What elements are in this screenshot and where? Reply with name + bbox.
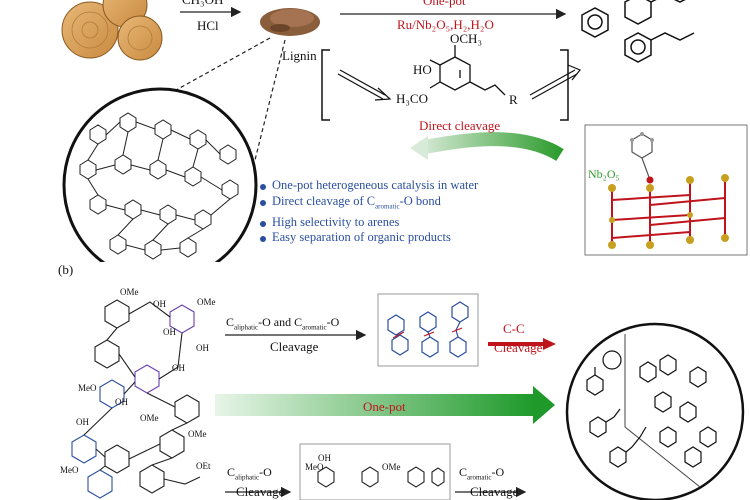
panel-b-graphics <box>71 293 745 500</box>
atom-label: OH <box>76 417 89 427</box>
intermediates-box <box>377 293 479 367</box>
lignin-label: Lignin <box>282 48 317 63</box>
cc-arrow-shaft <box>488 342 543 346</box>
catalyst-label: Ru/Nb₂O₅,H₂,H₂O <box>397 17 494 32</box>
products-divider-2 <box>624 426 701 488</box>
atom-label: OMe <box>188 429 207 439</box>
phenolics-box <box>299 443 451 500</box>
bullet-item: One-pot heterogeneous catalysis in water <box>258 178 478 194</box>
double-arrow-out <box>529 64 581 100</box>
nb2o5-label: Nb₂O₅ <box>588 167 620 181</box>
zoom-line-right <box>254 39 286 161</box>
atom-label: OH <box>318 453 331 463</box>
phenolic-molecules-drawing <box>317 466 445 488</box>
reagent-methanol: CH₃OH <box>182 0 223 8</box>
atom-label: MeO <box>305 462 324 472</box>
panel-b-label: (b) <box>58 262 74 277</box>
atom-label: OMe <box>140 413 159 423</box>
products-circle <box>565 322 745 500</box>
lignin-polymer-drawing <box>79 112 239 260</box>
atom-label: OH <box>153 299 166 309</box>
bottom-cleavage-condition-2: Caromatic-O <box>459 465 505 482</box>
wood-logs-image <box>61 0 163 61</box>
lignin-powder-image <box>260 8 320 36</box>
nb2o5-crystal-drawing <box>608 132 729 249</box>
molecule-och3-label: OCH₃ <box>450 31 482 46</box>
lignin-model-structure <box>71 299 201 499</box>
atom-label: MeO <box>78 383 97 393</box>
atom-label: OMe <box>382 462 401 472</box>
cc-label: C-C <box>503 321 525 336</box>
direct-cleavage-label: Direct cleavage <box>419 118 501 133</box>
cc-bond-marks <box>392 327 463 339</box>
atom-label: OMe <box>120 287 139 297</box>
top-cleavage-label: Cleavage <box>270 339 319 354</box>
bullet-item: Direct cleavage of Caromatic-O bond <box>258 194 478 215</box>
one-pot-label-a: One-pot <box>423 0 466 8</box>
top-cleavage-condition: Caliphatic-O and Caromatic-O <box>226 315 340 332</box>
cc-cleavage-label: Cleavage <box>494 340 543 355</box>
one-pot-big-arrow-shaft <box>215 394 533 416</box>
curved-arrow-head <box>410 136 428 160</box>
atom-label: OH <box>196 343 209 353</box>
zoom-line-left <box>139 37 271 111</box>
one-pot-label-b: One-pot <box>363 399 406 414</box>
double-arrow-in <box>337 69 392 101</box>
atom-label: OMe <box>197 297 216 307</box>
molecule-ho-label: HO <box>413 62 432 77</box>
guaiacyl-molecule-drawing <box>429 45 506 96</box>
bottom-cleavage-label-2: Cleavage <box>470 484 519 499</box>
one-pot-big-arrow-head <box>533 386 555 424</box>
panel-a-graphics <box>61 0 748 262</box>
bullet-item: Easy separation of organic products <box>258 230 478 246</box>
molecule-h3co-label: H₃CO <box>396 91 428 106</box>
bottom-cleavage-label-1: Cleavage <box>236 484 285 499</box>
bullet-item: High selectivity to arenes <box>258 215 478 231</box>
arene-products-drawing <box>581 0 695 63</box>
product-molecules-drawing <box>586 350 717 468</box>
atom-label: OH <box>163 327 176 337</box>
pathway-bracket <box>321 49 569 121</box>
atom-label: OH <box>115 397 128 407</box>
reagent-hcl: HCl <box>197 18 219 33</box>
bottom-cleavage-condition-1: Caliphatic-O <box>227 465 272 482</box>
cc-arrow-head <box>543 338 556 350</box>
molecule-r-label: R <box>509 92 518 107</box>
atom-label: OH <box>172 363 185 373</box>
curved-return-arrow <box>418 132 564 162</box>
lignin-structure-circle <box>62 87 258 262</box>
atom-label: OEt <box>196 461 211 471</box>
feature-bullet-list: One-pot heterogeneous catalysis in water… <box>258 178 478 246</box>
atom-label: MeO <box>60 465 79 475</box>
